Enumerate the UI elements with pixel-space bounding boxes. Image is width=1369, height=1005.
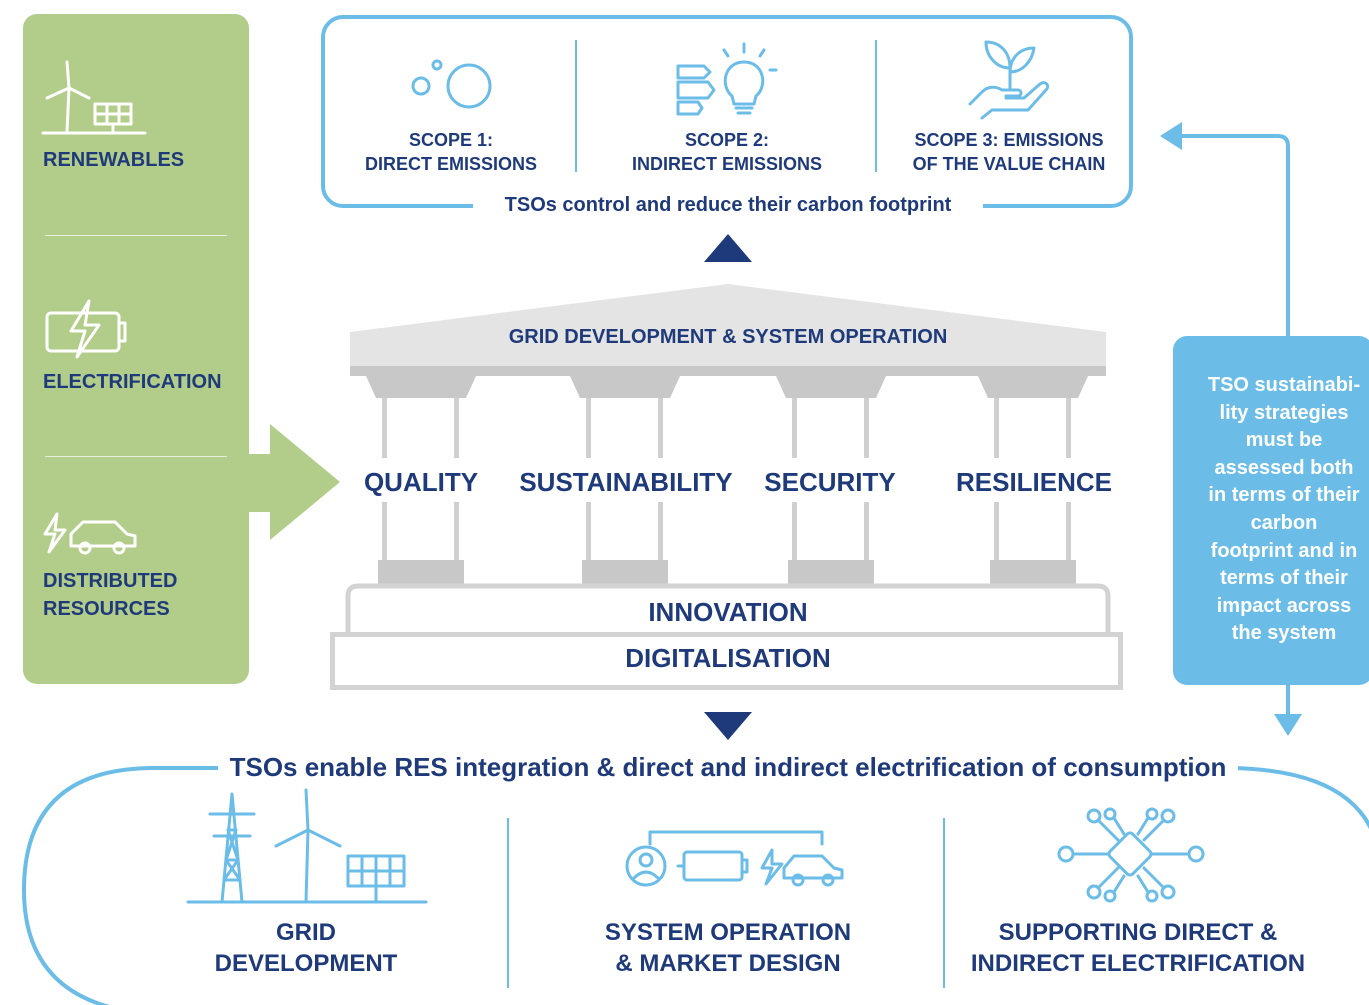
down-arrow-icon: [704, 712, 752, 740]
bottom-supporting-line1: SUPPORTING DIRECT &: [998, 919, 1278, 946]
left-item-electrification: ELECTRIFICATION: [43, 371, 222, 393]
left-input-panel: RENEWABLES ELECTRIFICATION DISTRIBUTED R…: [23, 14, 249, 684]
pylon-turbine-solar-icon: [186, 788, 428, 904]
energy-bulb-icon: [676, 42, 778, 116]
right-note-box: [1173, 336, 1369, 685]
temple-structure: [330, 284, 1123, 690]
left-item-renewables: RENEWABLES: [43, 149, 185, 171]
green-arrow: [240, 424, 340, 540]
scope-divider: [875, 40, 877, 172]
wind-solar-icon: [41, 60, 147, 135]
bottom-supporting-line2: INDIRECT ELECTRIFICATION: [970, 950, 1306, 977]
bottom-divider: [943, 818, 945, 988]
battery-lightning-icon: [45, 299, 127, 359]
pillar-resilience: RESILIENCE: [955, 467, 1113, 497]
temple-base-innovation: INNOVATION: [648, 597, 808, 627]
left-divider: [45, 456, 227, 457]
electric-car-icon: [43, 512, 137, 555]
pillar-security: SECURITY: [764, 467, 896, 497]
bottom-sysop-line2: & MARKET DESIGN: [615, 950, 841, 977]
bubbles-icon: [411, 59, 492, 109]
scope1-line1: SCOPE 1:: [408, 130, 494, 150]
pillar-quality: QUALITY: [363, 467, 479, 497]
scope2-line2: INDIRECT EMISSIONS: [631, 154, 823, 174]
up-arrow-icon: [704, 234, 752, 262]
scope-divider: [575, 40, 577, 172]
left-divider: [45, 235, 227, 236]
temple-roof-label: GRID DEVELOPMENT & SYSTEM OPERATION: [508, 326, 948, 348]
scope1-line2: DIRECT EMISSIONS: [364, 154, 538, 174]
right-note-text: TSO sustainabi- lity strategies must be …: [1207, 374, 1361, 645]
scope-caption: TSOs control and reduce their carbon foo…: [473, 188, 983, 222]
scope2-line1: SCOPE 2:: [684, 130, 770, 150]
scope3-line1: SCOPE 3: EMISSIONS: [914, 130, 1104, 150]
bottom-grid-line2: DEVELOPMENT: [214, 950, 398, 977]
scope3-line2: OF THE VALUE CHAIN: [912, 154, 1106, 174]
bottom-divider: [507, 818, 509, 988]
bottom-caption: TSOs enable RES integration & direct and…: [218, 748, 1238, 786]
bottom-sysop-line1: SYSTEM OPERATION: [604, 919, 852, 946]
pillar-sustainability: SUSTAINABILITY: [519, 467, 733, 497]
left-item-distributed-line1: DISTRIBUTED: [43, 570, 178, 592]
bottom-grid-line1: GRID: [276, 919, 336, 946]
network-chip-icon: [1057, 807, 1205, 903]
user-battery-car-icon: [625, 830, 844, 887]
hand-plant-icon: [968, 40, 1050, 120]
left-item-distributed-line2: RESOURCES: [43, 598, 170, 620]
temple-base-digitalisation: DIGITALISATION: [625, 643, 831, 673]
